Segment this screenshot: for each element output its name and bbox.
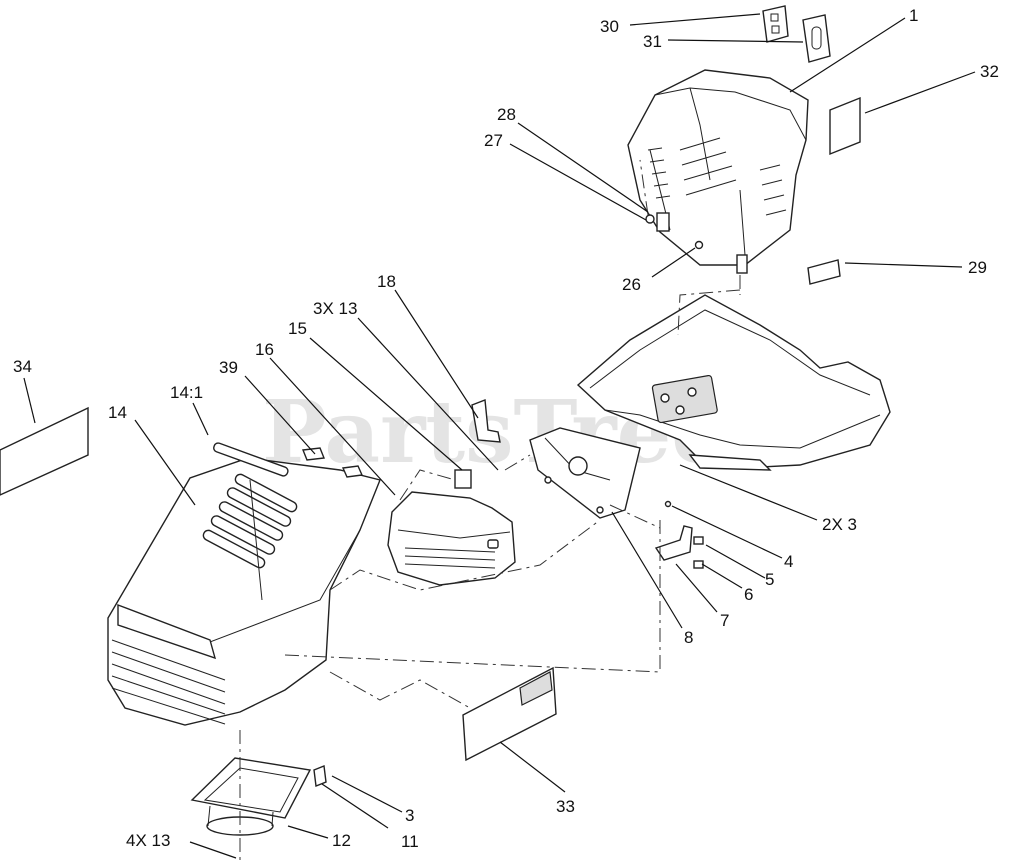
decal-31 <box>802 14 831 63</box>
callout-29: 29 <box>968 258 987 277</box>
bolt-5 <box>693 536 704 545</box>
callout-31: 31 <box>643 32 662 51</box>
callout-30: 30 <box>600 17 619 36</box>
part-steering-bracket <box>529 427 641 519</box>
callout-8: 8 <box>684 628 693 647</box>
callout-33: 33 <box>556 797 575 816</box>
part-bracket-7 <box>654 525 693 561</box>
decal-15 <box>454 469 472 489</box>
callout-4x13: 4X 13 <box>126 831 170 850</box>
assembly-lines <box>239 159 741 860</box>
callout-28: 28 <box>497 105 516 124</box>
decal-30 <box>762 5 789 43</box>
callout-2x3: 2X 3 <box>822 515 857 534</box>
decal-34 <box>0 406 89 496</box>
callout-16: 16 <box>255 340 274 359</box>
callout-18: 18 <box>377 272 396 291</box>
part-footrest-pan <box>576 294 891 471</box>
bracket-11 <box>313 765 327 787</box>
decal-32 <box>829 96 861 156</box>
callout-11: 11 <box>401 832 419 851</box>
callout-4: 4 <box>784 552 793 571</box>
callout-1: 1 <box>909 6 918 25</box>
callout-7: 7 <box>720 611 729 630</box>
callout-14-1: 14:1 <box>170 383 203 402</box>
part-rear-fender <box>627 69 809 274</box>
callout-39: 39 <box>219 358 238 377</box>
part-hood <box>107 457 381 726</box>
part-duct-12 <box>190 757 312 836</box>
leader-lines <box>23 13 976 859</box>
decal-39-b <box>341 465 364 478</box>
callout-14: 14 <box>108 403 127 422</box>
callout-32: 32 <box>980 62 999 81</box>
decal-33 <box>462 666 557 762</box>
callout-12: 12 <box>332 831 351 850</box>
callout-27: 27 <box>484 131 503 150</box>
callout-6: 6 <box>744 585 753 604</box>
bolt-6 <box>693 560 704 569</box>
washer-28 <box>645 214 655 224</box>
callout-34: 34 <box>13 357 32 376</box>
callout-3x13: 3X 13 <box>313 299 357 318</box>
decal-39-a <box>302 447 325 461</box>
callout-15: 15 <box>288 319 307 338</box>
callout-5: 5 <box>765 570 774 589</box>
decal-29 <box>807 259 841 285</box>
part-bracket-18 <box>471 399 501 443</box>
part-dash-panel <box>387 491 516 586</box>
decal-14-1 <box>213 442 289 477</box>
callout-labels: 30 31 1 32 28 27 26 29 18 3X 13 15 16 39… <box>13 6 999 851</box>
callout-3: 3 <box>405 806 414 825</box>
nut-26 <box>694 240 704 250</box>
callout-26: 26 <box>622 275 641 294</box>
washer-4 <box>664 500 672 508</box>
